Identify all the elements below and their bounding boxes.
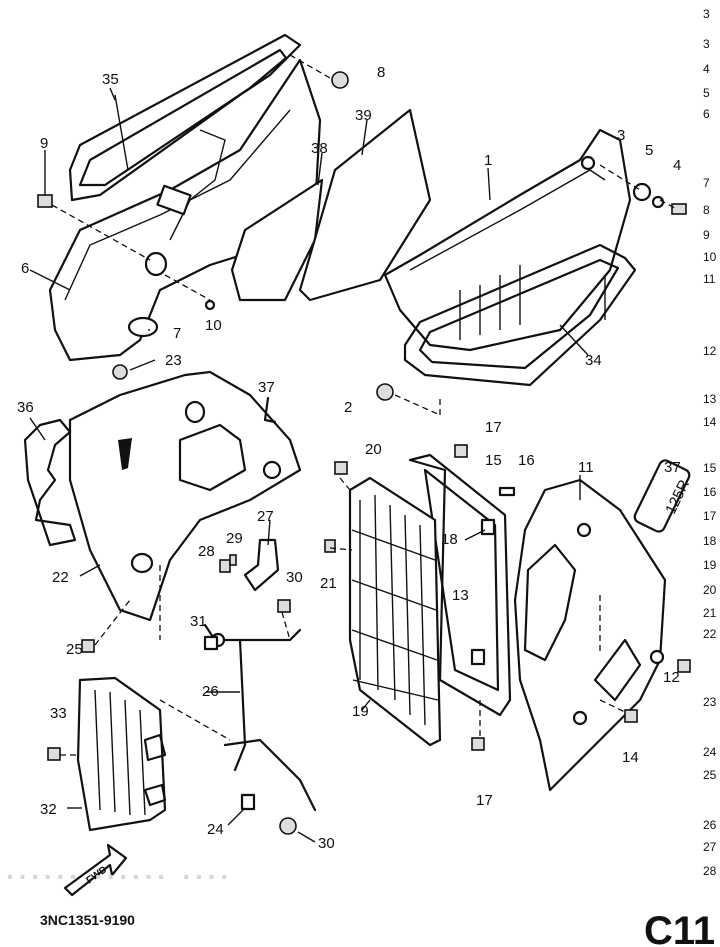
- part-label-1: 1: [484, 152, 492, 169]
- part-label-16: 16: [518, 452, 535, 469]
- side-index-number: 28: [703, 864, 717, 878]
- side-index-number: 20: [703, 583, 717, 597]
- part-label-38: 38: [311, 140, 328, 157]
- part-label-3: 3: [617, 127, 625, 144]
- side-cover-frame-35: [68, 33, 302, 202]
- part-label-22: 22: [52, 569, 69, 586]
- radiator-grille-19: [348, 476, 442, 747]
- part-label-19: 19: [352, 703, 369, 720]
- leader-lines: [29, 87, 606, 843]
- side-index-number: 14: [703, 415, 717, 429]
- page-code: C11: [644, 909, 715, 947]
- side-index-number: 15: [703, 461, 717, 475]
- decal-39: [298, 108, 432, 302]
- side-index-number: 27: [703, 840, 717, 854]
- part-label-20: 20: [365, 441, 382, 458]
- air-scoop-32: [76, 676, 167, 832]
- watermark: ▪▪▪▪▪▪ ▪▪▪▪▪▪ ▪▪▪▪: [5, 869, 232, 887]
- side-index-number: 11: [703, 272, 716, 286]
- side-index-number: 10: [703, 250, 717, 264]
- side-index-number: 8: [703, 203, 710, 217]
- part-label-18: 18: [441, 531, 458, 548]
- part-label-21: 21: [320, 575, 337, 592]
- alignment-lines: [51, 54, 676, 756]
- side-index-number: 18: [703, 534, 717, 548]
- side-index-number: 7: [703, 176, 710, 190]
- side-index-number: 13: [703, 392, 717, 406]
- part-label-35: 35: [102, 71, 119, 88]
- part-label-28: 28: [198, 543, 215, 560]
- catalog-code: 3NC1351-9190: [40, 912, 135, 928]
- part-label-30: 30: [318, 835, 335, 852]
- side-index-number: 3: [703, 7, 710, 21]
- part-label-2: 2: [344, 399, 352, 416]
- part-label-29: 29: [226, 530, 243, 547]
- side-index-number: 4: [703, 62, 710, 76]
- fasteners: [37, 71, 691, 835]
- part-label-7: 7: [173, 325, 181, 342]
- part-label-10: 10: [205, 317, 222, 334]
- part-label-5: 5: [645, 142, 653, 159]
- part-label-23: 23: [165, 352, 182, 369]
- part-label-15: 15: [485, 452, 502, 469]
- part-label-24: 24: [207, 821, 224, 838]
- part-label-17: 17: [485, 419, 502, 436]
- part-label-31: 31: [190, 613, 207, 630]
- front-cover-22: [68, 370, 302, 622]
- radiator-guard-frame-15: [408, 453, 512, 717]
- side-index: 3 3 4 5 6 7 8 9 10 11 12 13 14 15 16 17 18 19 20 21 22 23 24 25…: [703, 7, 717, 878]
- part-label-17: 17: [476, 792, 493, 809]
- right-side-frame-34: [403, 243, 637, 387]
- side-index-number: 25: [703, 768, 717, 782]
- side-index-number: 19: [703, 558, 717, 572]
- part-label-27: 27: [257, 508, 274, 525]
- side-index-number: 16: [703, 485, 717, 499]
- side-index-number: 26: [703, 818, 717, 832]
- part-label-30: 30: [286, 569, 303, 586]
- decal-37: 125R: [633, 459, 693, 533]
- part-label-13: 13: [452, 587, 469, 604]
- bracket-26: [203, 623, 317, 812]
- part-label-14: 14: [622, 749, 639, 766]
- side-index-number: 9: [703, 228, 710, 242]
- side-index-number: 24: [703, 745, 717, 759]
- decal-36: [23, 418, 77, 547]
- front-cover-11: [513, 478, 667, 792]
- right-side-cover-1: [383, 128, 632, 352]
- side-index-number: 5: [703, 86, 710, 100]
- part-label-36: 36: [17, 399, 34, 416]
- part-label-6: 6: [21, 260, 29, 277]
- side-index-number: 12: [703, 344, 717, 358]
- side-index-number: 22: [703, 627, 717, 641]
- side-index-number: 21: [703, 606, 717, 620]
- part-label-32: 32: [40, 801, 57, 818]
- part-label-39: 39: [355, 107, 372, 124]
- part-label-25: 25: [66, 641, 83, 658]
- bracket-27: [243, 538, 280, 592]
- side-index-number: 23: [703, 695, 717, 709]
- side-index-number: 3: [703, 37, 710, 51]
- part-label-8: 8: [377, 64, 385, 81]
- part-label-37: 37: [258, 379, 275, 396]
- part-label-11: 11: [578, 459, 594, 476]
- part-label-9: 9: [40, 135, 48, 152]
- part-label-4: 4: [673, 157, 681, 174]
- part-label-12: 12: [663, 669, 680, 686]
- part-label-33: 33: [50, 705, 67, 722]
- part-label-34: 34: [585, 352, 602, 369]
- side-index-number: 17: [703, 509, 717, 523]
- part-label-26: 26: [202, 683, 219, 700]
- part-label-37: 37: [664, 459, 681, 476]
- fwd-arrow: FWD: [63, 843, 128, 897]
- side-index-number: 6: [703, 107, 710, 121]
